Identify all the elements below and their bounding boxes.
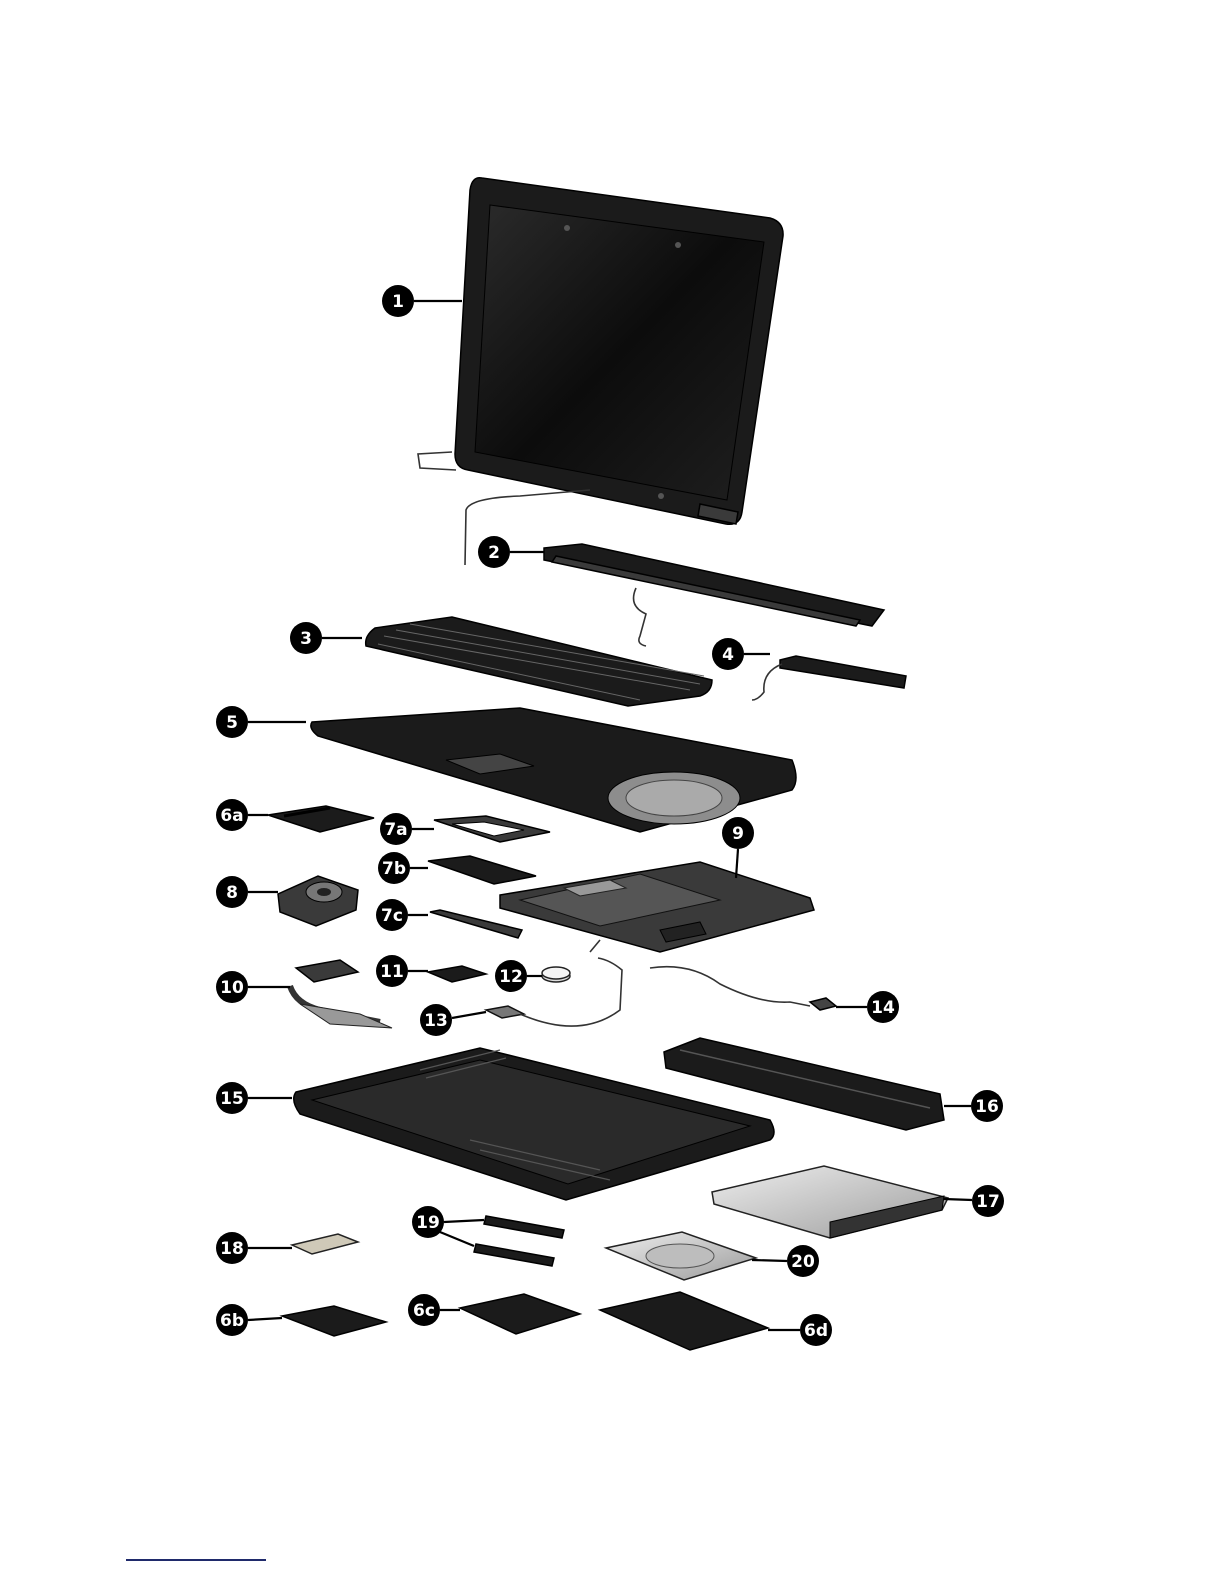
display-assembly [418, 178, 783, 565]
door-6b [282, 1306, 386, 1336]
callout-2: 2 [478, 536, 544, 568]
callout-19: 19 [412, 1206, 484, 1246]
callout-number: 7b [382, 859, 406, 879]
callout-number: 19 [416, 1213, 440, 1233]
callout-11: 11 [376, 955, 428, 987]
callout-number: 1 [392, 292, 404, 312]
bluetooth-module [650, 967, 836, 1010]
system-board [500, 862, 814, 952]
callout-8: 8 [216, 876, 278, 908]
callout-12: 12 [495, 960, 542, 992]
callout-6d: 6d [768, 1314, 832, 1346]
callout-number: 12 [499, 967, 523, 987]
memory-modules [474, 1216, 564, 1266]
callout-number: 11 [380, 962, 404, 982]
callout-leader-line [440, 1232, 474, 1246]
callout-16: 16 [944, 1090, 1003, 1122]
callout-number: 8 [226, 883, 238, 903]
callout-7a: 7a [380, 813, 434, 845]
callout-4: 4 [712, 638, 770, 670]
callout-number: 14 [871, 998, 895, 1018]
callout-number: 9 [732, 824, 744, 844]
callout-number: 7a [384, 820, 407, 840]
callout-15: 15 [216, 1082, 292, 1114]
fan [278, 876, 358, 926]
bracket-6a [268, 806, 374, 832]
callout-1: 1 [382, 285, 462, 317]
door-6c [460, 1294, 580, 1334]
top-cover [311, 708, 796, 832]
callout-7c: 7c [376, 899, 428, 931]
callout-leader-line [752, 1260, 787, 1261]
callout-13: 13 [420, 1004, 486, 1036]
callout-5: 5 [216, 706, 306, 738]
callout-number: 2 [488, 543, 500, 563]
rtc-battery [542, 967, 570, 982]
callout-number: 3 [300, 629, 312, 649]
optical-drive [712, 1166, 948, 1238]
callout-number: 6d [804, 1321, 828, 1341]
processor [428, 966, 486, 982]
callout-14: 14 [836, 991, 899, 1023]
callout-number: 15 [220, 1089, 244, 1109]
callout-20: 20 [752, 1245, 819, 1277]
callout-number: 10 [220, 978, 244, 998]
callout-number: 18 [220, 1239, 244, 1259]
door-6d [600, 1292, 768, 1350]
wlan-module [292, 1234, 358, 1254]
callout-number: 6c [413, 1301, 435, 1321]
speaker-assembly [752, 656, 906, 700]
callout-number: 5 [226, 713, 238, 733]
callout-17: 17 [944, 1185, 1004, 1217]
callout-7b: 7b [378, 852, 428, 884]
touchpad-strip [430, 910, 522, 938]
callout-18: 18 [216, 1232, 292, 1264]
callout-10: 10 [216, 971, 290, 1003]
callout-number: 7c [381, 906, 403, 926]
callout-number: 17 [976, 1192, 1000, 1212]
callout-number: 20 [791, 1252, 815, 1272]
callout-number: 6a [220, 806, 243, 826]
callout-number: 4 [722, 645, 734, 665]
keyboard [366, 617, 712, 706]
switch-cover [544, 544, 884, 646]
callout-9: 9 [722, 817, 754, 878]
touchpad [428, 856, 536, 884]
touchpad-bracket [434, 816, 550, 842]
callout-3: 3 [290, 622, 362, 654]
callout-number: 16 [975, 1097, 999, 1117]
callout-number: 13 [424, 1011, 448, 1031]
hard-drive [606, 1232, 756, 1280]
callout-leader-line [248, 1318, 282, 1320]
callout-leader-line [944, 1199, 972, 1200]
callout-6b: 6b [216, 1304, 282, 1336]
callout-6c: 6c [408, 1294, 460, 1326]
callout-6a: 6a [216, 799, 268, 831]
callout-leader-line [452, 1012, 486, 1018]
callout-leader-line [444, 1220, 484, 1222]
callout-number: 6b [220, 1311, 244, 1331]
